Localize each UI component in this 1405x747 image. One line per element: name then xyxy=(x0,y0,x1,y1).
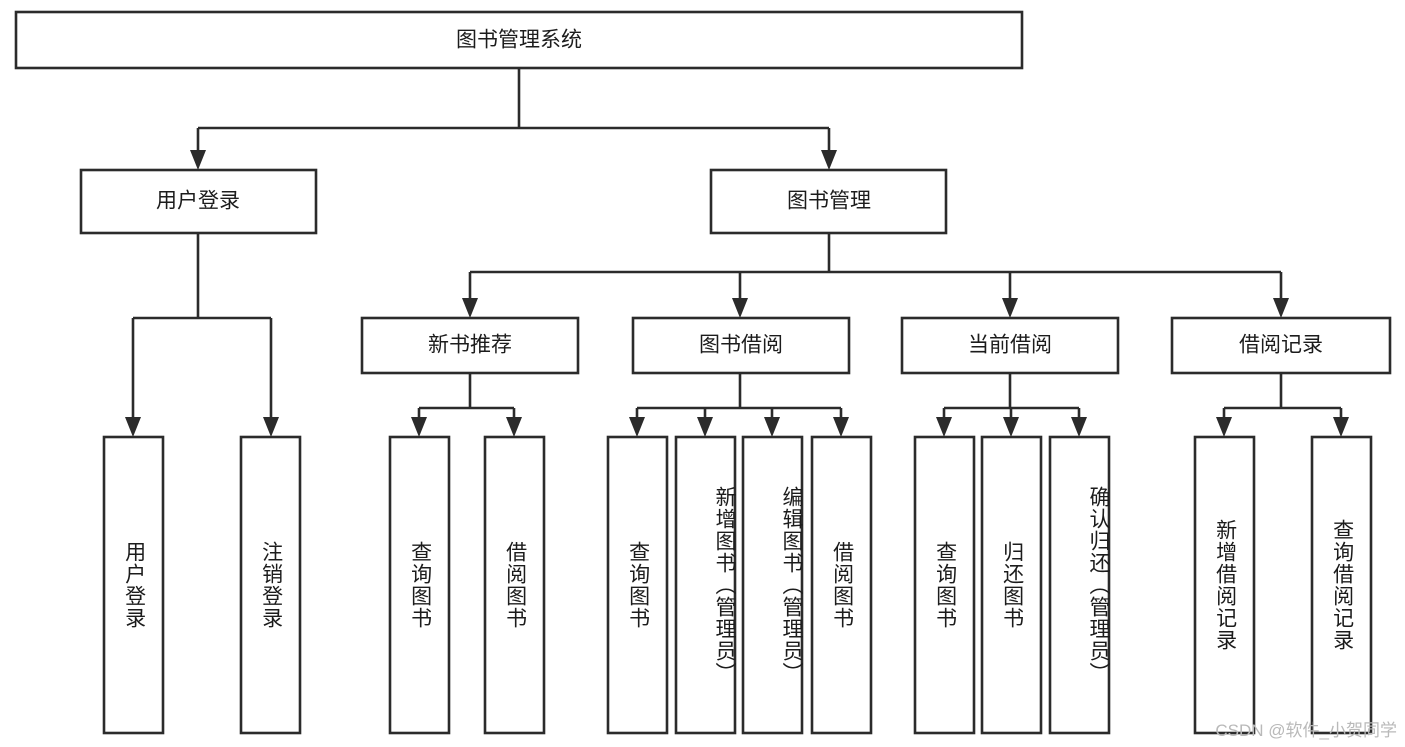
connector-group-root xyxy=(190,68,837,170)
arrow-bb-l4 xyxy=(833,417,849,437)
arrow-bm-c4 xyxy=(1273,298,1289,318)
node-book-management-label: 图书管理 xyxy=(787,190,871,213)
arrow-login-l2 xyxy=(263,417,279,437)
node-leaf-bb-query-book-box[interactable] xyxy=(606,435,669,735)
node-leaf-br-add-record-box[interactable] xyxy=(1193,435,1256,735)
connector-group-user-login xyxy=(125,233,279,437)
node-borrow-record-box[interactable] xyxy=(1170,316,1392,375)
node-leaf-nb-query-book-box[interactable] xyxy=(388,435,451,735)
node-leaf-br-query-record-box[interactable] xyxy=(1310,435,1373,735)
arrow-root-to-login xyxy=(190,150,206,170)
node-user-login-box[interactable] xyxy=(79,168,318,235)
node-leaf-bb-edit-book-box[interactable] xyxy=(741,435,804,735)
node-leaf-cb-confirm-return-box[interactable] xyxy=(1048,435,1111,735)
node-current-borrow-label: 当前借阅 xyxy=(968,334,1052,357)
arrow-bb-l1 xyxy=(629,417,645,437)
arrow-bm-c2 xyxy=(732,298,748,318)
node-leaf-bb-add-book-box[interactable] xyxy=(674,435,737,735)
arrow-br-l2 xyxy=(1333,417,1349,437)
node-book-borrow-label: 图书借阅 xyxy=(699,334,783,357)
arrow-nb-l2 xyxy=(506,417,522,437)
arrow-bm-c3 xyxy=(1002,298,1018,318)
node-root-label: 图书管理系统 xyxy=(456,29,582,52)
node-current-borrow-box[interactable] xyxy=(900,316,1120,375)
arrow-cb-l1 xyxy=(936,417,952,437)
node-user-login-label: 用户登录 xyxy=(156,190,240,213)
arrow-root-to-bookmgmt xyxy=(821,150,837,170)
arrow-br-l1 xyxy=(1216,417,1232,437)
node-leaf-cb-return-book-box[interactable] xyxy=(980,435,1043,735)
node-leaf-user-login-box[interactable] xyxy=(102,435,165,735)
arrow-cb-l3 xyxy=(1071,417,1087,437)
connector-group-current-borrow xyxy=(936,373,1087,437)
arrow-nb-l1 xyxy=(411,417,427,437)
watermark-text: CSDN @软件_小贺同学 xyxy=(1215,721,1397,740)
connector-group-book-mgmt xyxy=(462,233,1289,318)
connector-group-new-book xyxy=(411,373,522,437)
node-leaf-cb-query-book-box[interactable] xyxy=(913,435,976,735)
connector-group-borrow-record xyxy=(1216,373,1349,437)
node-leaf-nb-borrow-book-box[interactable] xyxy=(483,435,546,735)
node-new-book-recommend-box[interactable] xyxy=(360,316,580,375)
arrow-bb-l3 xyxy=(764,417,780,437)
arrow-login-l1 xyxy=(125,417,141,437)
arrow-bb-l2 xyxy=(697,417,713,437)
node-book-management-box[interactable] xyxy=(709,168,948,235)
node-leaf-logout-box[interactable] xyxy=(239,435,302,735)
arrow-cb-l2 xyxy=(1003,417,1019,437)
node-leaf-bb-borrow-book-box[interactable] xyxy=(810,435,873,735)
node-root-box[interactable] xyxy=(14,10,1024,70)
arrow-bm-c1 xyxy=(462,298,478,318)
node-book-borrow-box[interactable] xyxy=(631,316,851,375)
node-borrow-record-label: 借阅记录 xyxy=(1239,334,1323,357)
connector-group-book-borrow xyxy=(629,373,849,437)
node-new-book-recommend-label: 新书推荐 xyxy=(428,334,512,357)
